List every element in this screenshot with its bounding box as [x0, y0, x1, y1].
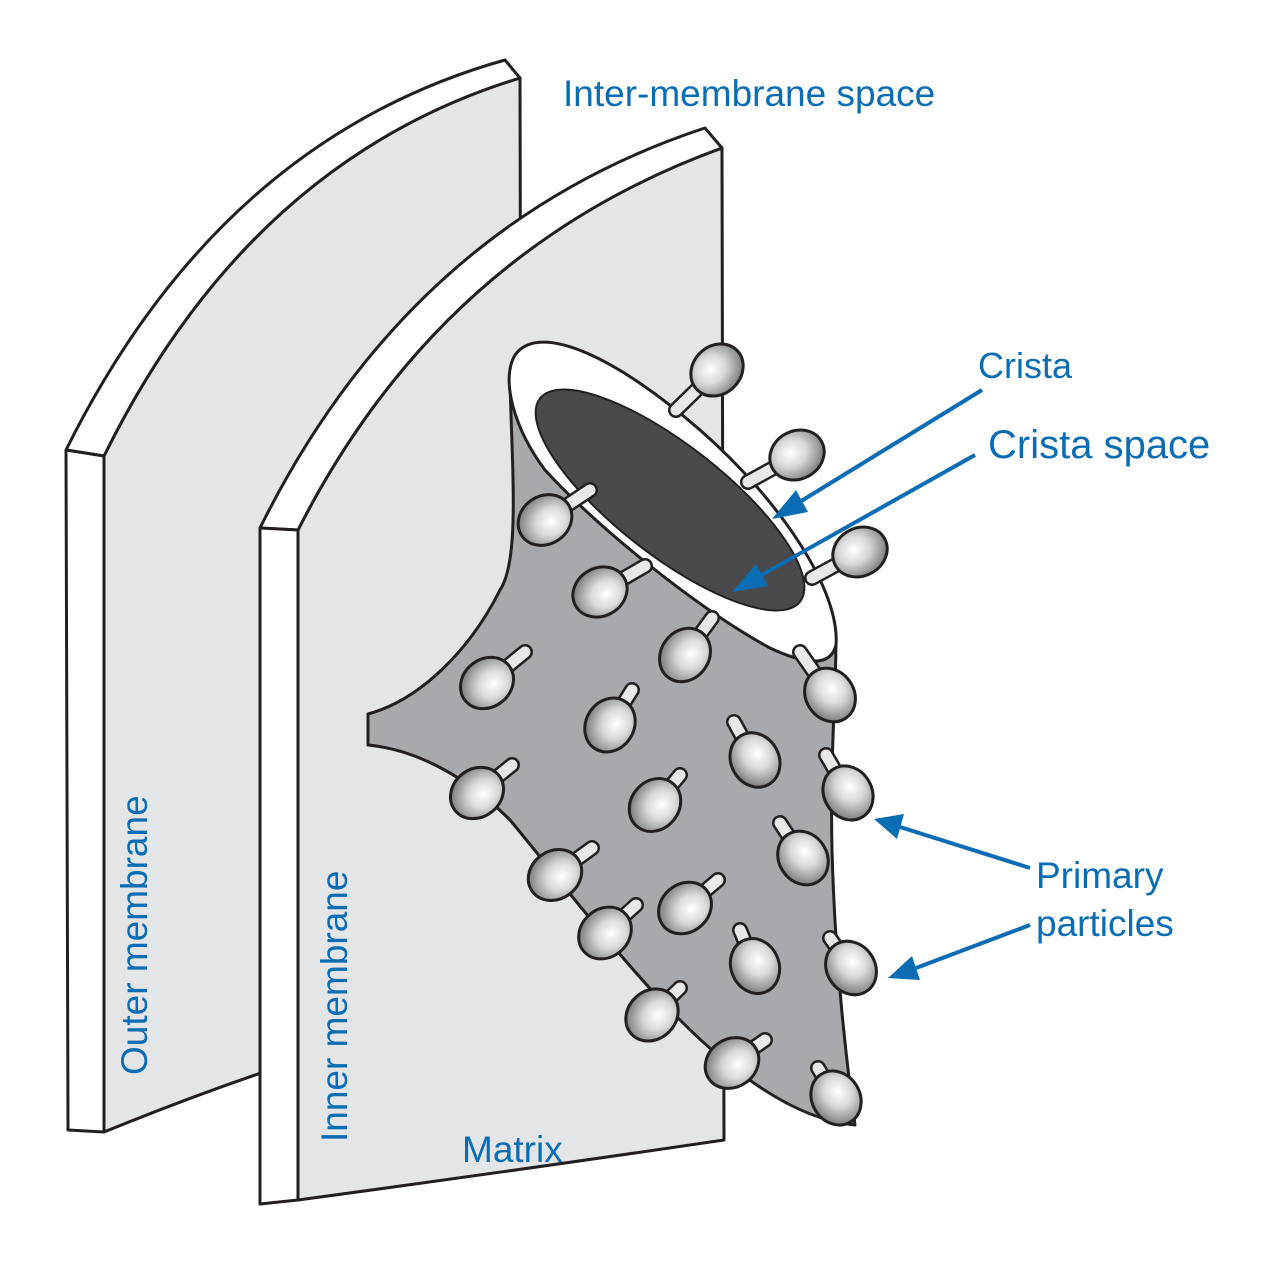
particle-head	[583, 696, 637, 754]
primary-particle	[624, 980, 688, 1043]
primary-particle	[703, 1032, 773, 1090]
inner-membrane-label: Inner membrane	[314, 871, 355, 1142]
particle-head	[571, 565, 629, 619]
primary-particle	[583, 682, 640, 754]
crista-label: Crista	[978, 345, 1073, 386]
intermembrane-space-label: Inter-membrane space	[563, 73, 935, 114]
primary-particle	[526, 840, 600, 902]
primary-particle	[772, 815, 830, 887]
primary-particle	[668, 342, 745, 418]
particle-head	[459, 655, 515, 711]
primary-particle	[726, 714, 782, 789]
particle-head	[657, 880, 713, 936]
particle-head	[526, 848, 584, 902]
inner-membrane-top-edge	[258, 126, 724, 532]
primary-particle	[516, 482, 598, 547]
matrix-label: Matrix	[462, 1129, 563, 1170]
primary-particle	[658, 610, 720, 684]
particle-head	[768, 428, 826, 482]
primary-particles-arrow-lower	[888, 923, 1031, 980]
primary-particle	[822, 930, 878, 997]
particle-head	[627, 777, 683, 833]
outer-membrane-label: Outer membrane	[114, 795, 155, 1075]
primary-particles-label-line1: Primary	[1036, 855, 1164, 896]
outer-membrane-front-edge	[64, 448, 106, 1134]
primary-particle	[740, 428, 826, 490]
particle-head	[658, 626, 712, 684]
primary-particle	[792, 644, 857, 724]
primary-particles-label-line2: particles	[1036, 903, 1174, 944]
particle-head	[516, 493, 574, 547]
inner-membrane-front-edge	[258, 526, 300, 1206]
particle-head	[577, 905, 633, 961]
primary-particle	[818, 747, 875, 822]
primary-particle	[459, 644, 533, 711]
primary-particles	[448, 342, 889, 1127]
crista-space-label: Crista space	[988, 423, 1210, 467]
crista-space-arrow	[732, 453, 976, 592]
particle-head	[831, 525, 889, 579]
particle-head	[689, 342, 745, 398]
crista-space	[534, 388, 806, 612]
crista-arrow	[772, 388, 984, 519]
particle-head	[728, 937, 782, 995]
primary-particle	[728, 922, 782, 995]
primary-particle	[448, 757, 520, 821]
primary-particle	[804, 525, 889, 586]
primary-particles-arrow-upper	[874, 814, 1031, 870]
primary-particle	[627, 767, 688, 833]
particle-head	[821, 764, 875, 822]
primary-particle	[657, 872, 726, 936]
particle-head	[728, 731, 782, 789]
particle-head	[703, 1036, 761, 1090]
primary-particle	[809, 1060, 863, 1127]
particle-head	[803, 666, 857, 724]
particle-head	[809, 1069, 863, 1127]
particle-head	[824, 939, 878, 997]
particle-head	[776, 829, 830, 887]
primary-particle	[571, 558, 653, 619]
outer-membrane-top-edge	[64, 58, 522, 458]
particle-head	[448, 765, 506, 821]
primary-particle	[577, 897, 644, 961]
particle-head	[624, 987, 680, 1043]
